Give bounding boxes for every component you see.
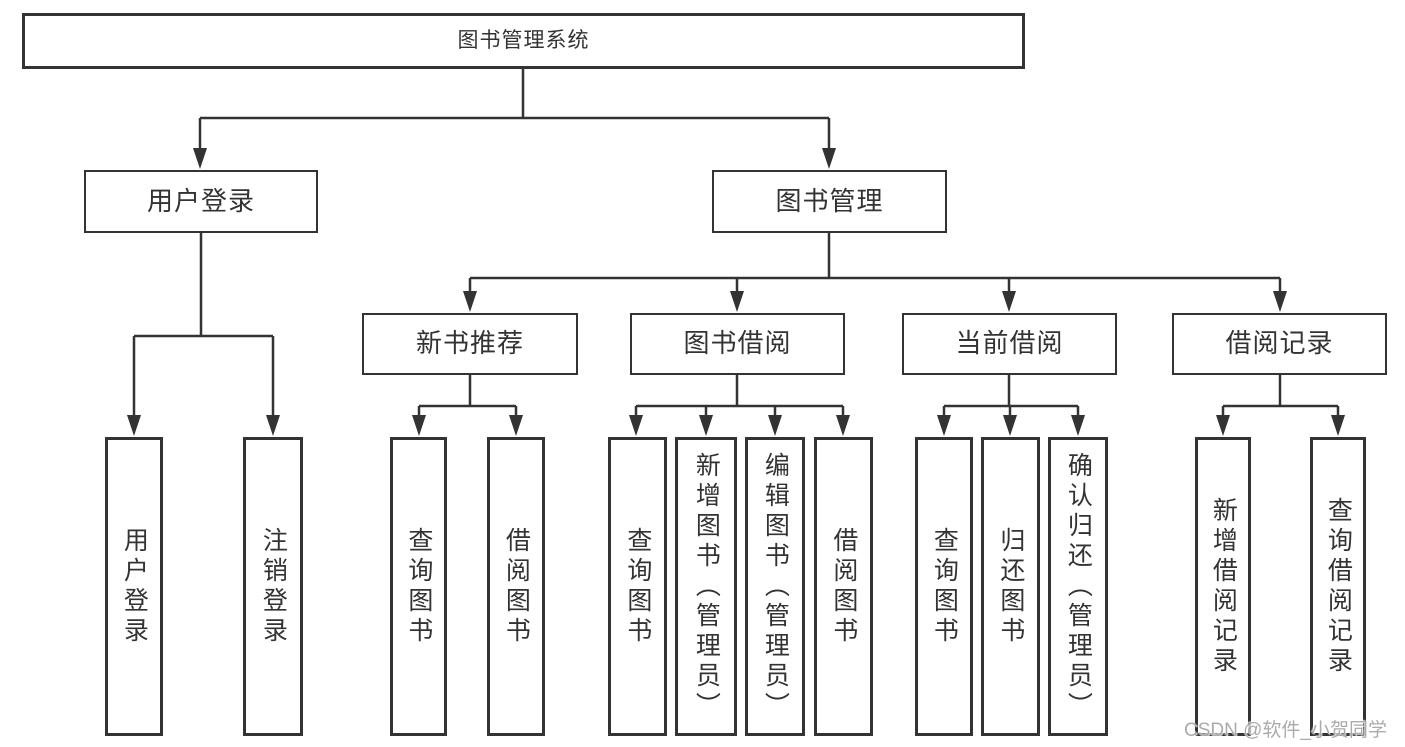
- node-borrowing-records: 借阅记录: [1172, 313, 1387, 375]
- connector-book-mgmt-to-level3: [463, 233, 1287, 312]
- node-leaf-add-books-admin: 新增图书（管理员）: [675, 437, 737, 736]
- node-leaf-query-borrow-record: 查询借阅记录: [1310, 437, 1366, 736]
- node-leaf-add-borrow-record: 新增借阅记录: [1195, 437, 1251, 736]
- node-leaf-confirm-return-admin: 确认归还（管理员）: [1048, 437, 1108, 736]
- node-leaf-edit-books-admin: 编辑图书（管理员）: [745, 437, 805, 736]
- node-leaf-borrow-books: 借阅图书: [814, 437, 873, 736]
- connector-user-login-to-leaves: [127, 233, 280, 436]
- node-leaf-borrow-books-recommend: 借阅图书: [487, 437, 545, 736]
- node-leaf-user-login: 用户登录: [105, 437, 163, 736]
- connector-current-borrow-to-leaves: [937, 375, 1085, 436]
- node-new-book-recommend: 新书推荐: [362, 313, 578, 375]
- node-user-login: 用户登录: [84, 170, 318, 233]
- connector-borrow-records-to-leaves: [1216, 375, 1345, 436]
- node-book-borrowing: 图书借阅: [630, 313, 845, 375]
- node-library-management-system: 图书管理系统: [22, 13, 1025, 69]
- node-leaf-query-books-recommend: 查询图书: [390, 437, 447, 736]
- connector-book-borrow-to-leaves: [629, 375, 850, 436]
- node-leaf-query-books-borrowing: 查询图书: [608, 437, 667, 736]
- node-leaf-logout: 注销登录: [243, 437, 303, 736]
- csdn-watermark: CSDN @软件_小贺同学: [1184, 720, 1387, 741]
- connector-root-to-level2: [193, 69, 836, 169]
- node-book-management: 图书管理: [712, 170, 947, 233]
- node-leaf-return-books: 归还图书: [981, 437, 1040, 736]
- connector-new-book-rec-to-leaves: [412, 375, 523, 436]
- node-leaf-query-books-current: 查询图书: [915, 437, 973, 736]
- node-current-borrowing: 当前借阅: [902, 313, 1117, 375]
